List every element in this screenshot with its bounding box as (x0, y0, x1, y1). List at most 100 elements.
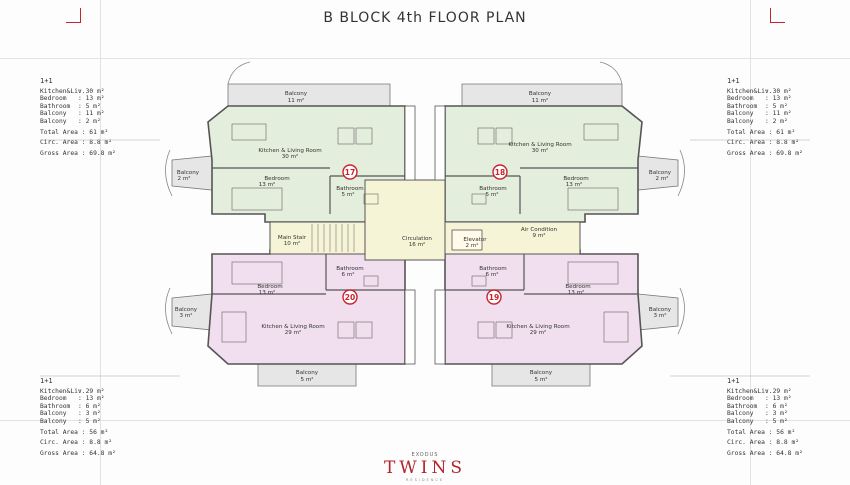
spec-key: Bathroom (40, 102, 71, 110)
logo-sub: RESIDENCE (405, 478, 445, 482)
spec-key: Balcony (727, 117, 754, 125)
unit-type: 1+1 (727, 77, 740, 85)
corner-mark (66, 8, 81, 23)
background-line (0, 58, 850, 59)
spec-value: : 6 m² (765, 402, 788, 410)
room-area: 6 m² (485, 271, 498, 278)
room-area: 3 m² (179, 312, 192, 319)
spec-value: : 6 m² (78, 402, 101, 410)
room-area: 13 m² (259, 289, 276, 296)
spec-value: : 5 m² (765, 417, 788, 425)
room-area: 2 m² (655, 175, 668, 182)
room-area: 5 m² (300, 376, 313, 383)
circulation-core (364, 179, 446, 261)
spec-key: Balcony (40, 410, 67, 418)
room-name: Bedroom (565, 284, 590, 290)
unit-19 (444, 249, 643, 365)
gross-area: Gross Area : 69.8 m² (727, 149, 803, 157)
spec-value: : 3 m² (78, 410, 101, 418)
logo-name: TWINS (383, 458, 467, 478)
spec-key: Bathroom (727, 102, 758, 110)
spec-key: Balcony (727, 410, 754, 418)
room-name: Bathroom (336, 266, 363, 272)
spec-value: : 30 m² (765, 87, 792, 95)
spec-value: : 29 m² (765, 387, 792, 395)
room-name: Air Condition (521, 227, 558, 233)
room-name: Bathroom (479, 186, 506, 192)
room-name: Kitchen & Living Room (258, 148, 321, 154)
spec-key: Bedroom (40, 95, 67, 103)
background-line (0, 420, 850, 421)
room-area: 29 m² (285, 329, 302, 336)
spec-top-left: 1+1 Kitchen&Liv.: 30 m² Bedroom: 13 m² B… (40, 77, 116, 157)
shaft (404, 289, 416, 365)
logo-brand: EXODUS (411, 452, 439, 458)
circ-area: Circ. Area : 8.8 m² (40, 439, 113, 447)
unit-number: 17 (345, 168, 355, 177)
room-name: Balcony (175, 307, 198, 313)
spec-value: : 11 m² (765, 110, 792, 118)
circ-area: Circ. Area : 8.8 m² (40, 139, 113, 147)
spec-key: Balcony (40, 417, 67, 425)
spec-value: : 2 m² (78, 117, 101, 125)
room-name: Balcony (649, 170, 672, 176)
spec-key: Bedroom (727, 395, 754, 403)
room-name: Bathroom (479, 266, 506, 272)
unit-number: 18 (495, 168, 505, 177)
room-area: 13 m² (566, 181, 583, 188)
room-area: 5 m² (485, 191, 498, 198)
spec-bottom-left: 1+1 Kitchen&Liv.: 29 m² Bedroom: 13 m² B… (40, 377, 116, 457)
room-name: Kitchen & Living Room (261, 324, 324, 330)
circ-area: Circ. Area : 8.8 m² (727, 439, 800, 447)
stair-treads (311, 224, 355, 252)
room-name: Kitchen & Living Room (508, 142, 571, 148)
spec-key: Balcony (40, 117, 67, 125)
spec-key: Bathroom (727, 402, 758, 410)
spec-value: : 5 m² (78, 102, 101, 110)
spec-value: : 13 m² (78, 395, 105, 403)
room-name: Balcony (529, 91, 552, 97)
unit-type: 1+1 (40, 77, 53, 85)
facade-arcs (165, 61, 685, 335)
room-name: Bedroom (257, 284, 282, 290)
room-area: 9 m² (532, 232, 545, 239)
unit-badge: 17 (342, 164, 358, 180)
elevator-box (451, 229, 483, 251)
spec-value: : 13 m² (765, 95, 792, 103)
total-area: Total Area : 61 m² (40, 128, 109, 136)
room-area: 11 m² (532, 97, 549, 104)
spec-value: : 5 m² (765, 102, 788, 110)
spec-value: : 3 m² (765, 410, 788, 418)
circ-area: Circ. Area : 8.8 m² (727, 139, 800, 147)
room-name: Balcony (296, 370, 319, 376)
room-area: 29 m² (530, 329, 547, 336)
spec-bottom-right: 1+1 Kitchen&Liv.: 29 m² Bedroom: 13 m² B… (727, 377, 803, 457)
room-area: 10 m² (284, 240, 301, 247)
spec-value: : 11 m² (78, 110, 105, 118)
room-area: 11 m² (288, 97, 305, 104)
spec-value: : 13 m² (78, 95, 105, 103)
unit-badge: 20 (342, 289, 358, 305)
spec-key: Balcony (40, 110, 67, 118)
spec-key: Kitchen&Liv. (40, 387, 86, 395)
spec-key: Balcony (727, 110, 754, 118)
room-area: 13 m² (568, 289, 585, 296)
room-name: Elevator (463, 237, 487, 243)
unit-number: 19 (489, 293, 499, 302)
internal-walls (212, 167, 638, 295)
page-title: B BLOCK 4th FLOOR PLAN (323, 10, 527, 26)
unit-20 (207, 249, 406, 365)
spec-key: Kitchen&Liv. (727, 387, 773, 395)
total-area: Total Area : 56 m² (40, 428, 109, 436)
gross-area: Gross Area : 69.8 m² (40, 149, 116, 157)
gross-area: Gross Area : 64.8 m² (40, 449, 116, 457)
spec-key: Kitchen&Liv. (727, 87, 773, 95)
spec-value: : 29 m² (78, 387, 105, 395)
room-area: 6 m² (341, 271, 354, 278)
room-area: 2 m² (465, 242, 478, 249)
shaft (434, 289, 446, 365)
spec-key: Bedroom (40, 395, 67, 403)
spec-key: Bathroom (40, 402, 71, 410)
room-name: Kitchen & Living Room (506, 324, 569, 330)
room-name: Balcony (649, 307, 672, 313)
